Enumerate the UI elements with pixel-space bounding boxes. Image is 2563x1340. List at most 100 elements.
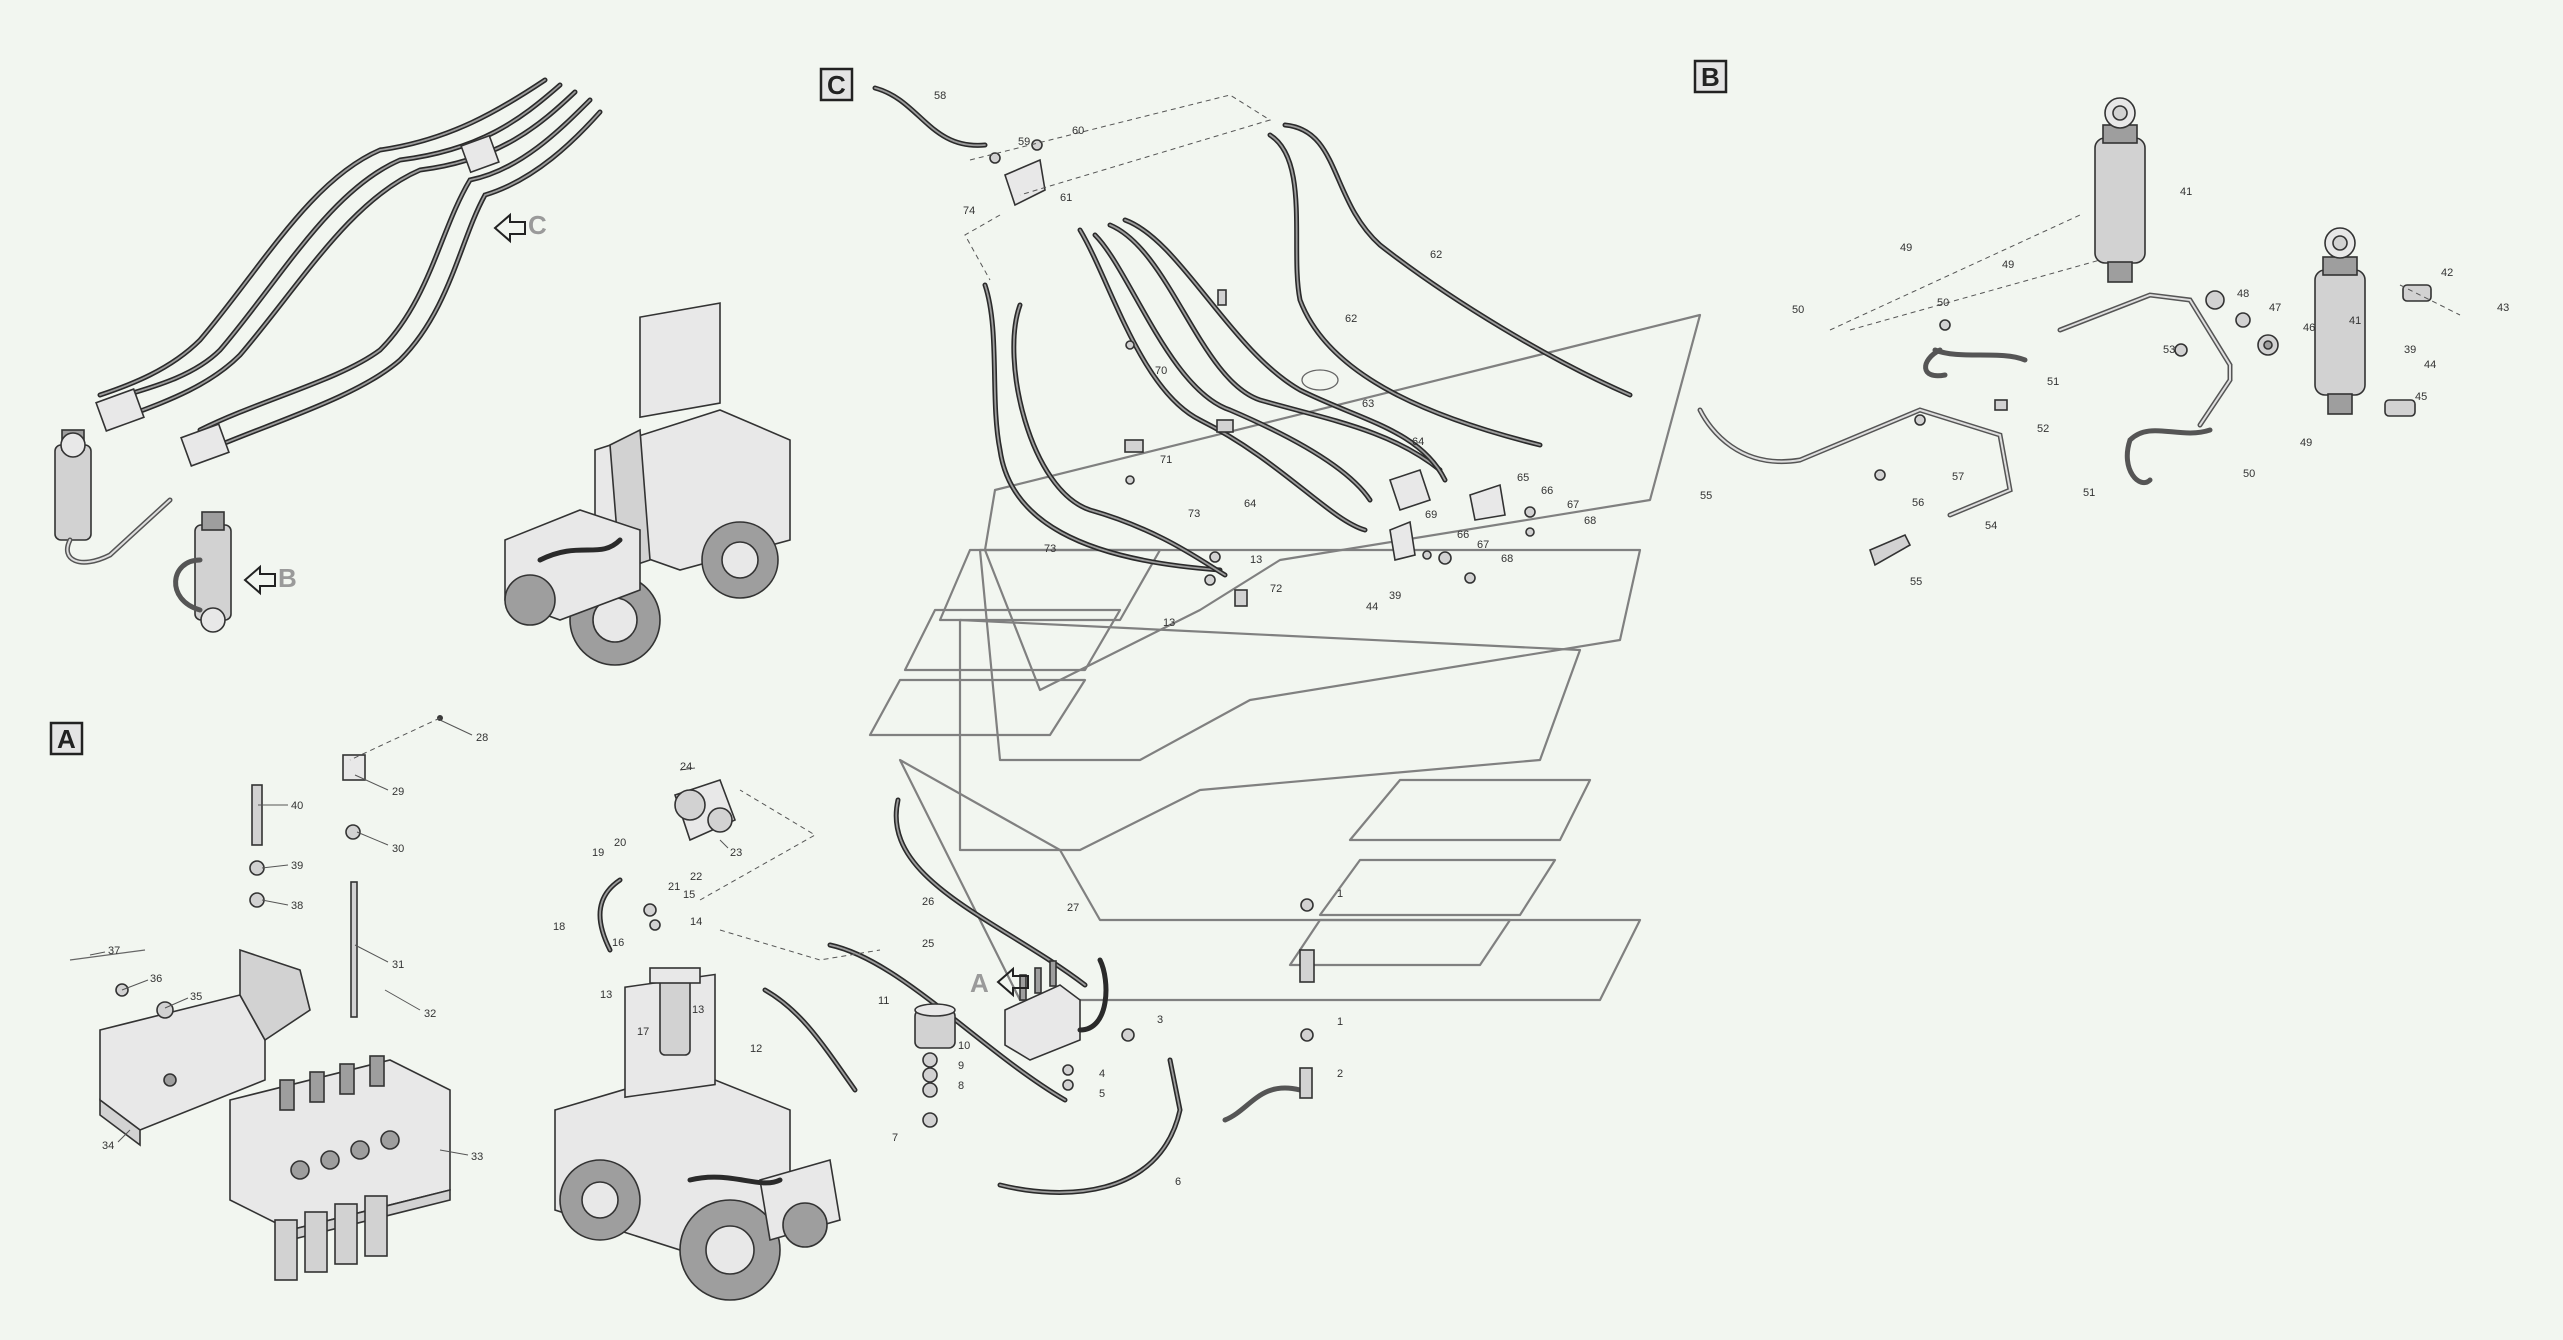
- part-label-22: 22: [690, 871, 702, 883]
- part-label-13d: 13: [1163, 617, 1175, 629]
- section-label-b: B: [1693, 59, 1728, 94]
- part-label-51a: 51: [2047, 376, 2059, 388]
- part-label-38: 38: [291, 900, 303, 912]
- part-label-32: 32: [424, 1008, 436, 1020]
- part-label-28: 28: [476, 732, 488, 744]
- part-label-56: 56: [1912, 497, 1924, 509]
- part-label-47: 47: [2269, 302, 2281, 314]
- part-label-6: 6: [1175, 1176, 1181, 1188]
- part-label-43: 43: [2497, 302, 2509, 314]
- part-label-26: 26: [922, 896, 934, 908]
- part-label-44a: 44: [1366, 601, 1378, 613]
- part-label-7: 7: [892, 1132, 898, 1144]
- part-label-66a: 66: [1541, 485, 1553, 497]
- part-label-52: 52: [2037, 423, 2049, 435]
- part-label-54: 54: [1985, 520, 1997, 532]
- part-label-18: 18: [553, 921, 565, 933]
- part-label-49b: 49: [2002, 259, 2014, 271]
- part-label-2: 2: [1337, 1068, 1343, 1080]
- part-label-45: 45: [2415, 391, 2427, 403]
- part-label-61: 61: [1060, 192, 1072, 204]
- part-label-15: 15: [683, 889, 695, 901]
- part-label-8: 8: [958, 1080, 964, 1092]
- part-label-49a: 49: [1900, 242, 1912, 254]
- part-label-40: 40: [291, 800, 303, 812]
- part-label-17: 17: [637, 1026, 649, 1038]
- hose-bundle-assembly: [54, 77, 603, 633]
- tractor-illustration-upper: [504, 302, 791, 666]
- valve-block-assembly: [69, 715, 451, 1281]
- part-label-30: 30: [392, 843, 404, 855]
- part-label-53: 53: [2163, 344, 2175, 356]
- part-label-48: 48: [2237, 288, 2249, 300]
- part-label-42: 42: [2441, 267, 2453, 279]
- part-label-25: 25: [922, 938, 934, 950]
- part-label-3: 3: [1157, 1014, 1163, 1026]
- part-label-50c: 50: [2243, 468, 2255, 480]
- part-label-29: 29: [392, 786, 404, 798]
- svg-text:C: C: [528, 210, 547, 240]
- part-label-67a: 67: [1567, 499, 1579, 511]
- part-label-58: 58: [934, 90, 946, 102]
- section-c-hoses: [872, 85, 1633, 607]
- svg-text:A: A: [57, 724, 76, 754]
- part-label-67b: 67: [1477, 539, 1489, 551]
- section-label-a: A: [49, 721, 84, 756]
- part-label-36: 36: [150, 973, 162, 985]
- part-label-16: 16: [612, 937, 624, 949]
- section-label-c: C: [819, 67, 854, 102]
- part-label-31: 31: [392, 959, 404, 971]
- part-label-20: 20: [614, 837, 626, 849]
- part-label-39: 39: [291, 860, 303, 872]
- part-label-10: 10: [958, 1040, 970, 1052]
- part-label-33: 33: [471, 1151, 483, 1163]
- part-label-27: 27: [1067, 902, 1079, 914]
- part-label-50b: 50: [1937, 297, 1949, 309]
- part-label-64b: 64: [1244, 498, 1256, 510]
- part-label-69: 69: [1425, 509, 1437, 521]
- callout-b-arrow: B: [243, 563, 297, 596]
- part-label-34: 34: [102, 1140, 114, 1152]
- part-label-73b: 73: [1044, 543, 1056, 555]
- svg-text:B: B: [278, 563, 297, 593]
- part-label-1a: 1: [1337, 888, 1343, 900]
- part-label-72: 72: [1270, 583, 1282, 595]
- part-label-37: 37: [108, 945, 120, 957]
- part-label-57: 57: [1952, 471, 1964, 483]
- part-label-49c: 49: [2300, 437, 2312, 449]
- part-label-62a: 62: [1430, 249, 1442, 261]
- part-label-41a: 41: [2180, 186, 2192, 198]
- part-label-44b: 44: [2424, 359, 2436, 371]
- part-label-13b: 13: [692, 1004, 704, 1016]
- part-label-63: 63: [1362, 398, 1374, 410]
- part-label-11: 11: [878, 995, 889, 1007]
- part-label-12: 12: [750, 1043, 762, 1055]
- part-label-59: 59: [1018, 136, 1030, 148]
- part-label-55a: 55: [1700, 490, 1712, 502]
- part-label-23: 23: [730, 847, 742, 859]
- part-label-13a: 13: [600, 989, 612, 1001]
- part-label-70: 70: [1155, 365, 1167, 377]
- part-label-14: 14: [690, 916, 702, 928]
- part-label-24: 24: [680, 761, 692, 773]
- part-label-4: 4: [1099, 1068, 1105, 1080]
- part-label-21: 21: [668, 881, 680, 893]
- callout-a-arrow: A: [970, 966, 1029, 998]
- part-label-74: 74: [963, 205, 975, 217]
- part-number-labels: 40 39 38 29 28 30 31 32 37 36 35 34 33 2…: [89, 90, 2509, 1188]
- part-label-68b: 68: [1501, 553, 1513, 565]
- section-b-cylinders: [1697, 97, 2461, 567]
- part-label-73a: 73: [1188, 508, 1200, 520]
- part-label-39b: 39: [1389, 590, 1401, 602]
- part-label-62b: 62: [1345, 313, 1357, 325]
- part-label-71: 71: [1160, 454, 1172, 466]
- part-label-55b: 55: [1910, 576, 1922, 588]
- part-label-66b: 66: [1457, 529, 1469, 541]
- tractor-illustration-lower: [554, 973, 841, 1301]
- part-label-65: 65: [1517, 472, 1529, 484]
- part-label-50a: 50: [1792, 304, 1804, 316]
- part-label-13c: 13: [1250, 554, 1262, 566]
- part-label-39c: 39: [2404, 344, 2416, 356]
- part-label-51b: 51: [2083, 487, 2095, 499]
